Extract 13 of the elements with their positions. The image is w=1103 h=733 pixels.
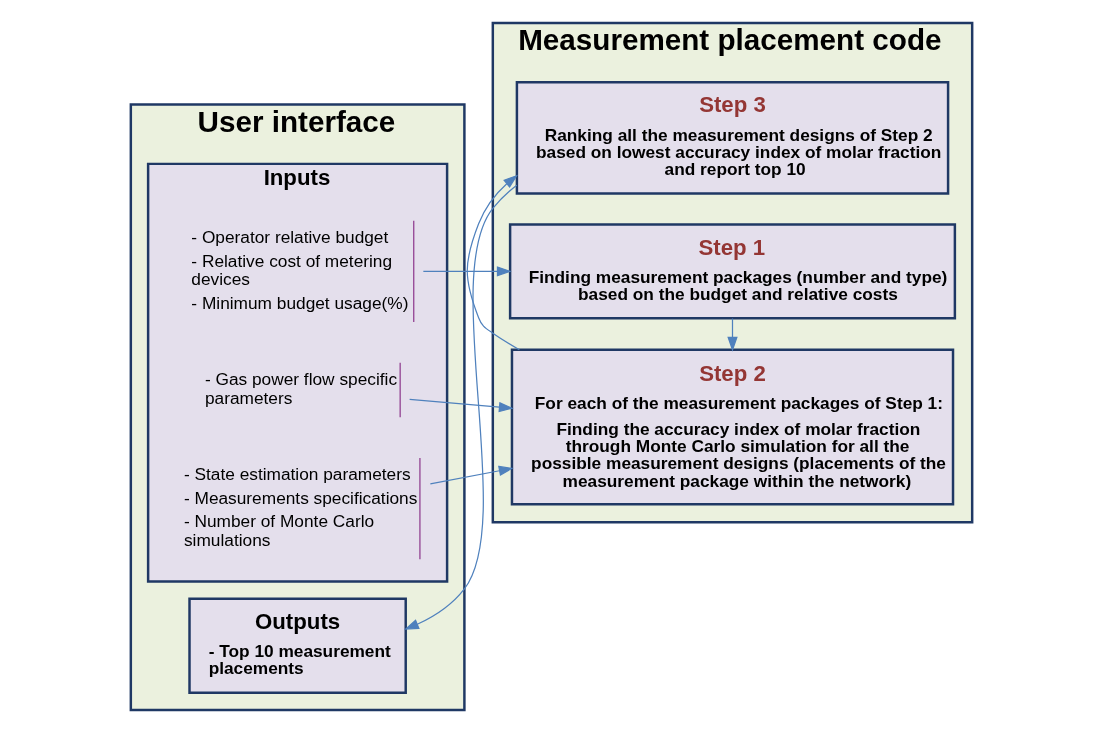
arrow <box>727 317 738 352</box>
arrow <box>409 398 514 413</box>
node-box: Step 1 Finding measurement packages (number and type) based on the budget and relative costs <box>508 223 957 320</box>
node-text: - State estimation parameters - Measurements specifications - Number of Monte Carlo simulations <box>183 464 418 550</box>
node-box: Outputs - Top 10 measurement placements <box>188 597 407 694</box>
node-box: Step 3 Ranking all the measurement designs of Step 2 based on lowest accuracy index of molar fraction and report top 10 <box>515 81 950 195</box>
arrow <box>404 184 518 630</box>
arrow <box>429 465 514 485</box>
node-box: Step 2 For each of the measurement packages of Step 1: Finding the accuracy index of molar fraction through Monte Carlo simulation for all the possible measurement designs (placements of the measurement package within the network) <box>510 348 955 506</box>
node-text: - Gas power flow specific parameters <box>204 369 398 408</box>
arrow <box>466 174 520 351</box>
node-text: - Operator relative budget - Relative cost of metering devices - Minimum budget usage(%) <box>191 227 409 313</box>
arrow <box>422 266 512 277</box>
